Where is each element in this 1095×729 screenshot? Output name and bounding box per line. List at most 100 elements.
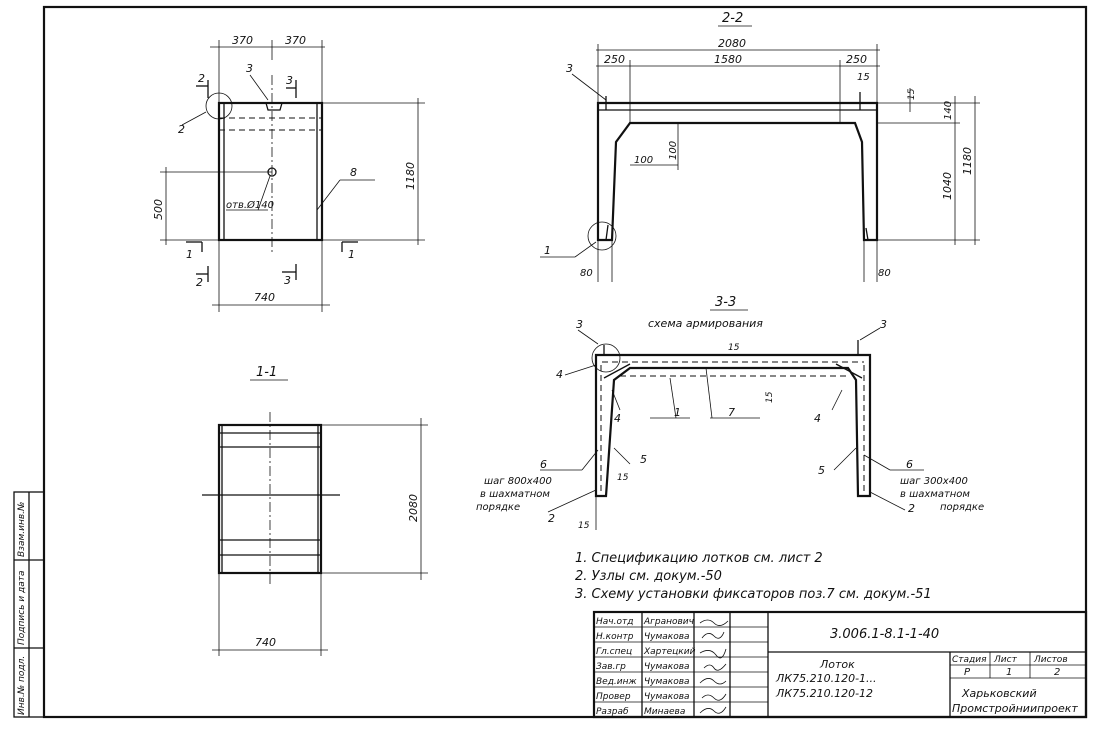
- callout-6-left: 6: [540, 458, 547, 471]
- dim-80-left: 80: [580, 268, 593, 279]
- cut-2-bottom: 2: [196, 276, 203, 289]
- name-2: Хартецкий: [643, 647, 696, 657]
- dim-15-top-33: 15: [728, 343, 740, 353]
- note-2: 2. Узлы см. докум.-50: [575, 569, 722, 584]
- note-1: 1. Спецификацию лотков см. лист 2: [575, 551, 823, 566]
- cut-3-bottom: 3: [284, 274, 291, 287]
- section-2-2: 2-2 2080 250 1580 250 15 15 140 1040 118…: [540, 11, 980, 282]
- callout-2: 2: [178, 123, 185, 136]
- callout-3-section: 3: [566, 62, 573, 75]
- dim-740-front: 740: [254, 291, 275, 304]
- cut-3-top: 3: [286, 74, 293, 87]
- pitch-left-2: в шахматном: [480, 489, 550, 500]
- callout-5-right: 5: [818, 464, 825, 477]
- pitch-right-3: порядке: [940, 502, 984, 513]
- role-2: Гл.спец: [596, 647, 632, 657]
- product-mark-1: ЛК75.210.120-1...: [775, 672, 877, 685]
- dim-15-vert: 15: [907, 88, 917, 100]
- role-4: Вед.инж: [596, 677, 638, 687]
- callout-1-33: 1: [674, 406, 681, 419]
- sheet-value: 1: [1006, 667, 1012, 678]
- role-1: Н.контр: [596, 632, 634, 642]
- sheets-value: 2: [1054, 667, 1060, 678]
- dim-500: 500: [152, 199, 165, 220]
- role-6: Разраб: [596, 707, 629, 717]
- dim-740-plan: 740: [255, 636, 276, 649]
- callout-4-right: 4: [814, 412, 821, 425]
- dim-15-top: 15: [857, 72, 870, 83]
- name-0: Агранович: [643, 617, 694, 627]
- dim-140: 140: [943, 101, 954, 120]
- dim-250-right: 250: [846, 53, 867, 66]
- dim-370-right: 370: [285, 34, 306, 47]
- pitch-right-1: шаг 300х400: [900, 476, 968, 487]
- stamp-inv-label: Инв.№ подл.: [17, 656, 27, 715]
- front-view: 370 370 1180 500 740 отв.Ø140 3 3 2 2 8 …: [152, 34, 425, 312]
- scheme-title: схема армирования: [648, 317, 763, 330]
- dim-100-vert: 100: [668, 141, 679, 160]
- name-3: Чумакова: [644, 662, 690, 672]
- name-6: Минаева: [644, 707, 685, 717]
- callout-6-right: 6: [906, 458, 913, 471]
- callout-8: 8: [350, 166, 357, 179]
- dim-2080-section: 2080: [718, 37, 746, 50]
- pitch-left-1: шаг 800х400: [484, 476, 552, 487]
- stage-value: Р: [964, 667, 971, 678]
- callout-3-33-left: 3: [576, 318, 583, 331]
- role-0: Нач.отд: [596, 617, 633, 627]
- dim-370-left: 370: [232, 34, 253, 47]
- stage-header: Стадия: [952, 655, 987, 665]
- callout-5-left: 5: [640, 453, 647, 466]
- dim-1180-section: 1180: [961, 147, 974, 175]
- callout-3-33-right: 3: [880, 318, 887, 331]
- cut-2-top: 2: [198, 72, 205, 85]
- pitch-right-2: в шахматном: [900, 489, 970, 500]
- sheet-frame: [42, 5, 1088, 719]
- title-block: 3.006.1-8.1-1-40 Лоток ЛК75.210.120-1...…: [592, 610, 1088, 719]
- dim-1040: 1040: [941, 172, 954, 200]
- sheet-header: Лист: [993, 655, 1018, 665]
- hole-label: отв.Ø140: [226, 199, 274, 211]
- dim-80-right: 80: [878, 268, 891, 279]
- cut-1-right: 1: [348, 248, 355, 261]
- callout-4-inner: 4: [614, 412, 621, 425]
- signature-scribbles: [699, 619, 729, 714]
- doc-code: 3.006.1-8.1-1-40: [830, 627, 939, 642]
- dim-15-bottom-33: 15: [578, 521, 590, 531]
- callout-4-left: 4: [556, 368, 563, 381]
- product-mark-2: ЛК75.210.120-12: [775, 687, 873, 700]
- name-5: Чумакова: [644, 692, 690, 702]
- callout-2-left: 2: [548, 512, 555, 525]
- callout-1-section: 1: [544, 244, 551, 257]
- role-5: Провер: [596, 692, 631, 702]
- note-3: 3. Схему установки фиксаторов поз.7 см. …: [575, 587, 932, 602]
- side-stamp: Инв.№ подл. Подпись и дата Взам.инв.№: [13, 491, 45, 718]
- section-3-3-label: 3-3: [715, 295, 736, 310]
- sheets-header: Листов: [1033, 655, 1068, 665]
- dim-15-mid-33: 15: [765, 391, 775, 403]
- notes: 1. Спецификацию лотков см. лист 2 2. Узл…: [575, 551, 932, 602]
- dim-1180-front: 1180: [404, 162, 417, 190]
- pitch-left-3: порядке: [476, 502, 520, 513]
- name-4: Чумакова: [644, 677, 690, 687]
- section-1-1: 1-1 2080 740: [202, 365, 428, 656]
- org-name-2: Промстройниипроект: [952, 702, 1078, 715]
- section-1-1-label: 1-1: [256, 365, 277, 380]
- product-name: Лоток: [819, 658, 855, 671]
- callout-3: 3: [246, 62, 253, 75]
- callout-2-right: 2: [908, 502, 915, 515]
- dim-2080-plan: 2080: [407, 494, 420, 522]
- org-name-1: Харьковский: [961, 687, 1037, 700]
- role-3: Зав.гр: [596, 662, 626, 672]
- name-1: Чумакова: [644, 632, 690, 642]
- stamp-replace-label: Взам.инв.№: [17, 502, 27, 557]
- dim-1580: 1580: [714, 53, 742, 66]
- section-2-2-label: 2-2: [722, 11, 743, 26]
- section-3-3: 3-3 схема армирования 15 15 15 15 3 3 4 …: [476, 295, 984, 531]
- dim-15-side-33: 15: [617, 473, 629, 483]
- stamp-sign-label: Подпись и дата: [17, 570, 27, 645]
- cut-1-left: 1: [186, 248, 193, 261]
- dim-250-left: 250: [604, 53, 625, 66]
- dim-100-horiz: 100: [634, 155, 653, 166]
